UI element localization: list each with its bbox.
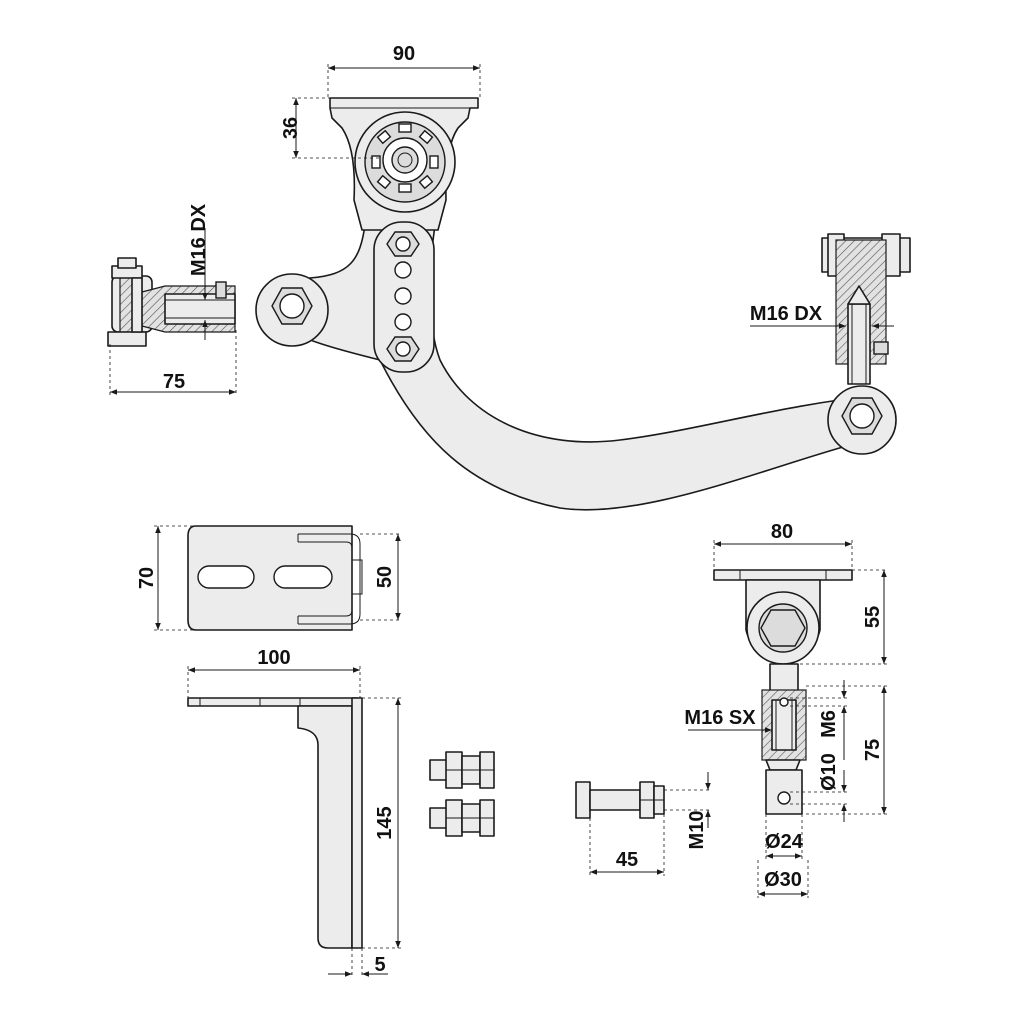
dim-bolt-thread: M10 [686, 811, 708, 850]
left-rod-end [107, 257, 236, 347]
main-arm [255, 97, 897, 511]
bearing-balls [371, 123, 439, 193]
dim-bolt-length: 45 [616, 849, 638, 871]
dim-swivel-small-thread: M6 [818, 710, 840, 738]
dim-bracket-height: 145 [374, 806, 396, 839]
dim-top-height: 36 [280, 117, 302, 139]
dim-swivel-thread: M16 SX [684, 707, 756, 729]
bolt-set [429, 751, 495, 837]
dim-plate-inner: 50 [374, 566, 396, 588]
dimension-labels: 90 36 M16 DX 75 M16 DX 70 50 100 145 5 8… [136, 43, 884, 976]
dim-pin-hole: Ø10 [818, 753, 840, 791]
mounting-plate [187, 525, 363, 631]
dim-swivel-height: 55 [862, 606, 884, 628]
dim-bracket-thickness: 5 [374, 954, 385, 976]
dim-swivel-length: 75 [862, 739, 884, 761]
dim-swivel-width: 80 [771, 521, 793, 543]
dim-left-length: 75 [163, 371, 185, 393]
dim-plate-height: 70 [136, 567, 158, 589]
right-rod-end [821, 233, 911, 385]
dim-bracket-width: 100 [257, 647, 290, 669]
dim-top-width: 90 [393, 43, 415, 65]
swivel-part [713, 569, 853, 815]
dim-left-thread: M16 DX [188, 203, 210, 276]
dim-pin-d30: Ø30 [764, 869, 802, 891]
dimension-lines [109, 64, 894, 978]
dim-right-thread: M16 DX [750, 303, 823, 325]
dim-pin-d24: Ø24 [765, 831, 804, 853]
l-bracket [187, 697, 363, 949]
long-bolt [575, 781, 665, 819]
